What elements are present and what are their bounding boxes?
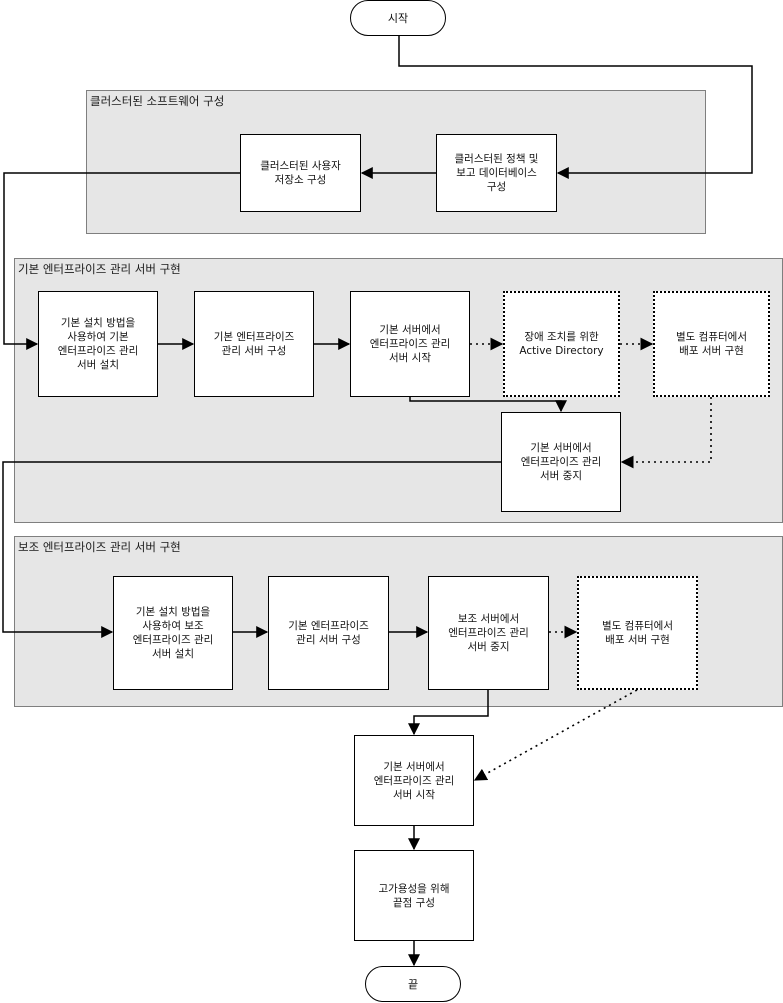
box-secondary-config[interactable]: 기본 엔터프라이즈 관리 서버 구성 bbox=[268, 576, 389, 690]
box-primary-start[interactable]: 기본 서버에서 엔터프라이즈 관리 서버 시작 bbox=[350, 291, 470, 397]
box-final-start-primary[interactable]: 기본 서버에서 엔터프라이즈 관리 서버 시작 bbox=[354, 735, 474, 826]
box-secondary-stop[interactable]: 보조 서버에서 엔터프라이즈 관리 서버 중지 bbox=[428, 576, 549, 690]
box-configure-endpoint[interactable]: 고가용성을 위해 끝점 구성 bbox=[354, 850, 474, 941]
box-primary-stop[interactable]: 기본 서버에서 엔터프라이즈 관리 서버 중지 bbox=[501, 412, 621, 512]
end-label: 끝 bbox=[407, 978, 419, 991]
box-secondary-stop-label: 보조 서버에서 엔터프라이즈 관리 서버 중지 bbox=[448, 613, 529, 653]
box-primary-active-directory-label: 장애 조치를 위한 Active Directory bbox=[519, 331, 604, 357]
box-primary-deploy-server-label: 별도 컴퓨터에서 배포 서버 구현 bbox=[676, 331, 747, 357]
box-cluster-policy-db[interactable]: 클러스터된 정책 및 보고 데이터베이스 구성 bbox=[436, 134, 557, 212]
group-secondary-title: 보조 엔터프라이즈 관리 서버 구현 bbox=[18, 540, 181, 554]
start-label: 시작 bbox=[387, 12, 409, 25]
box-primary-config-label: 기본 엔터프라이즈 관리 서버 구성 bbox=[213, 331, 295, 357]
box-primary-install-label: 기본 설치 방법을 사용하여 기본 엔터프라이즈 관리 서버 설치 bbox=[57, 317, 139, 371]
group-primary-title: 기본 엔터프라이즈 관리 서버 구현 bbox=[18, 262, 181, 276]
box-secondary-deploy-server-label: 별도 컴퓨터에서 배포 서버 구현 bbox=[602, 620, 673, 646]
box-primary-stop-label: 기본 서버에서 엔터프라이즈 관리 서버 중지 bbox=[520, 442, 602, 482]
box-configure-endpoint-label: 고가용성을 위해 끝점 구성 bbox=[378, 882, 450, 909]
start-terminal[interactable]: 시작 bbox=[350, 0, 446, 36]
box-primary-start-label: 기본 서버에서 엔터프라이즈 관리 서버 시작 bbox=[369, 324, 451, 364]
box-final-start-primary-label: 기본 서버에서 엔터프라이즈 관리 서버 시작 bbox=[373, 760, 455, 801]
box-secondary-config-label: 기본 엔터프라이즈 관리 서버 구성 bbox=[288, 620, 369, 646]
box-secondary-deploy-server[interactable]: 별도 컴퓨터에서 배포 서버 구현 bbox=[577, 576, 698, 690]
box-cluster-user-store[interactable]: 클러스터된 사용자 저장소 구성 bbox=[240, 134, 361, 212]
box-primary-deploy-server[interactable]: 별도 컴퓨터에서 배포 서버 구현 bbox=[653, 291, 770, 397]
group-cluster-software: 클러스터된 소프트웨어 구성 bbox=[86, 90, 706, 234]
end-terminal[interactable]: 끝 bbox=[365, 966, 461, 1002]
box-secondary-install[interactable]: 기본 설치 방법을 사용하여 보조 엔터프라이즈 관리 서버 설치 bbox=[113, 576, 233, 690]
box-primary-config[interactable]: 기본 엔터프라이즈 관리 서버 구성 bbox=[194, 291, 314, 397]
box-primary-install[interactable]: 기본 설치 방법을 사용하여 기본 엔터프라이즈 관리 서버 설치 bbox=[38, 291, 158, 397]
box-cluster-user-store-label: 클러스터된 사용자 저장소 구성 bbox=[260, 160, 341, 186]
box-secondary-install-label: 기본 설치 방법을 사용하여 보조 엔터프라이즈 관리 서버 설치 bbox=[132, 606, 214, 660]
box-cluster-policy-db-label: 클러스터된 정책 및 보고 데이터베이스 구성 bbox=[454, 153, 539, 193]
group-cluster-title: 클러스터된 소프트웨어 구성 bbox=[90, 94, 225, 108]
box-primary-active-directory[interactable]: 장애 조치를 위한 Active Directory bbox=[503, 291, 620, 397]
